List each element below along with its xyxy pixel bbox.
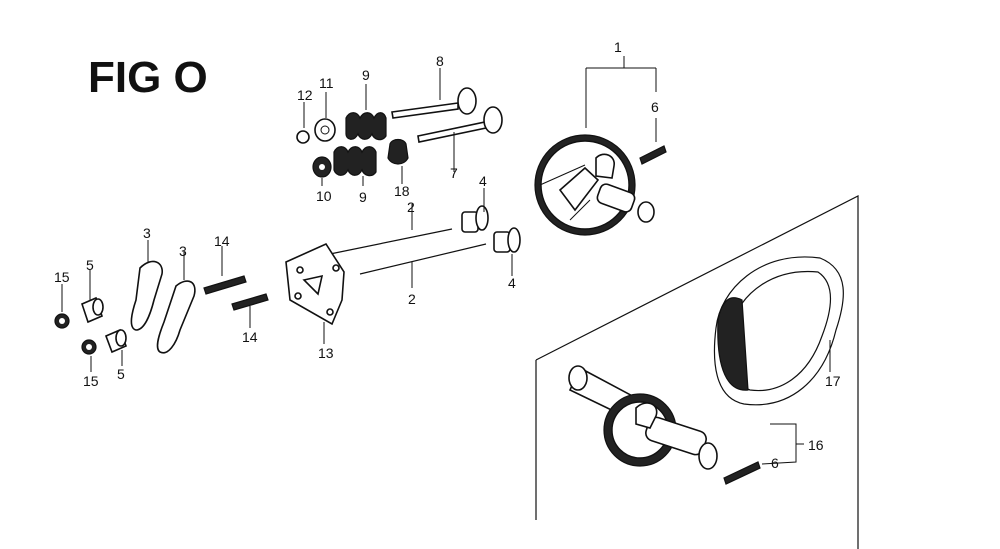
label-5-top: 5 <box>86 257 94 273</box>
label-4-bottom: 4 <box>508 275 516 291</box>
rocker-arm-right <box>156 280 196 354</box>
label-2-bottom: 2 <box>408 291 416 307</box>
timing-belt <box>713 256 844 406</box>
label-3-right: 3 <box>179 243 187 259</box>
label-14-bottom: 14 <box>242 329 258 345</box>
valve-stem-seal <box>387 138 409 165</box>
label-18: 18 <box>394 183 410 199</box>
decompressor-spring-top <box>639 145 667 165</box>
figure-title: FIG O <box>88 53 208 102</box>
label-6-top: 6 <box>651 99 659 115</box>
label-12: 12 <box>297 87 313 103</box>
inset-frame <box>535 195 859 549</box>
label-17: 17 <box>825 373 841 389</box>
camshaft-gear <box>534 134 655 236</box>
exhaust-valve <box>391 87 477 119</box>
label-15-top: 15 <box>54 269 70 285</box>
spring-retainer-top <box>314 118 336 142</box>
tappet-upper <box>461 205 489 233</box>
leader-lines <box>61 56 831 465</box>
decompressor-spring-bottom <box>723 461 761 485</box>
label-9-top: 9 <box>362 67 370 83</box>
label-3-left: 3 <box>143 225 151 241</box>
label-1: 1 <box>614 39 622 55</box>
label-9-bottom: 9 <box>359 189 367 205</box>
crankshaft-gear <box>568 365 718 470</box>
rocker-stud-lower <box>231 293 269 311</box>
valve-spring-upper <box>345 112 387 141</box>
label-13: 13 <box>318 345 334 361</box>
intake-valve <box>417 106 503 143</box>
label-2-top: 2 <box>407 199 415 215</box>
label-6-bottom: 6 <box>771 455 779 471</box>
tappet-lower <box>493 227 521 253</box>
label-8: 8 <box>436 53 444 69</box>
label-5-bottom: 5 <box>117 366 125 382</box>
pushrod-lower <box>359 243 487 275</box>
label-14-top: 14 <box>214 233 230 249</box>
label-16: 16 <box>808 437 824 453</box>
label-7: 7 <box>450 165 458 181</box>
label-15-bottom: 15 <box>83 373 99 389</box>
pushrod-upper <box>329 228 453 255</box>
label-11: 11 <box>319 75 334 91</box>
label-4-top: 4 <box>479 173 487 189</box>
label-10: 10 <box>316 188 332 204</box>
rocker-stud-upper <box>203 275 247 295</box>
rocker-arm-left <box>130 260 163 331</box>
valve-spring-lower <box>333 146 377 177</box>
valve-cotter <box>296 130 310 144</box>
